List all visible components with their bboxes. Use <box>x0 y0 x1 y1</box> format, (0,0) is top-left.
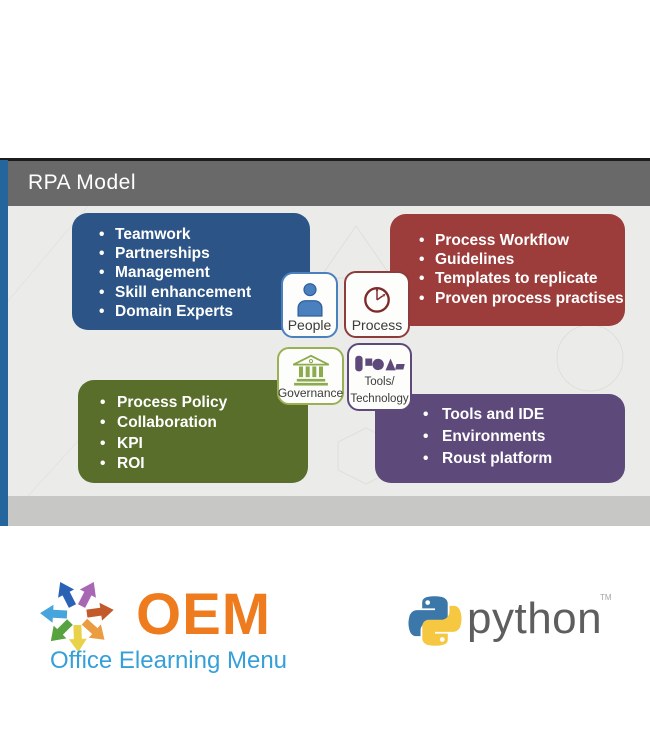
tools-tile-label-line2: Technology <box>350 392 409 405</box>
bullet-item: Collaboration <box>78 413 308 434</box>
bullet-item: Guidelines <box>390 250 625 269</box>
shapes-icon <box>354 355 405 372</box>
people-quadrant-box: TeamworkPartnershipsManagementSkill enha… <box>72 213 310 330</box>
people-bullet-list: TeamworkPartnershipsManagementSkill enha… <box>72 225 310 321</box>
process-bullet-list: Process WorkflowGuidelinesTemplates to r… <box>390 231 625 308</box>
oem-wordmark: OEM <box>136 582 272 647</box>
bullet-item: Templates to replicate <box>390 269 625 288</box>
process-quadrant-box: Process WorkflowGuidelinesTemplates to r… <box>390 214 625 326</box>
governance-bullet-list: Process PolicyCollaborationKPIROI <box>78 393 308 475</box>
bullet-item: Proven process practises <box>390 289 625 308</box>
clock-icon <box>364 286 390 313</box>
governance-quadrant-box: Process PolicyCollaborationKPIROI <box>78 380 308 483</box>
python-wordmark: python <box>467 594 603 643</box>
process-tile-label: Process <box>351 316 403 333</box>
slide-header: RPA Model <box>8 161 650 206</box>
bullet-item: Skill enhancement <box>72 283 310 302</box>
bullet-item: Environments <box>375 426 625 448</box>
bullet-item: Roust platform <box>375 448 625 470</box>
people-tile: People <box>281 272 338 338</box>
slide-top-border <box>0 158 650 161</box>
slide-title: RPA Model <box>28 171 136 194</box>
python-icon <box>408 596 462 646</box>
bullet-item: ROI <box>78 454 308 475</box>
bullet-item: Management <box>72 263 310 282</box>
governance-tile: Governance <box>277 347 344 405</box>
bullet-item: Process Workflow <box>390 231 625 250</box>
tools-tile-label-line1: Tools/ <box>364 376 395 389</box>
oem-tagline: Office Elearning Menu <box>50 647 288 674</box>
python-trademark: TM <box>600 593 612 602</box>
bullet-item: Partnerships <box>72 244 310 263</box>
bullet-item: Teamwork <box>72 225 310 244</box>
people-tile-label: People <box>287 316 332 333</box>
bank-icon <box>292 354 329 386</box>
slide-bottom-strip <box>8 496 650 526</box>
process-tile: Process <box>344 271 410 338</box>
governance-tile-label: Governance <box>277 386 344 401</box>
bullet-item: KPI <box>78 434 308 455</box>
bullet-item: Process Policy <box>78 393 308 414</box>
oem-arrows-icon <box>40 582 114 652</box>
person-icon <box>296 282 323 317</box>
slide-left-strip <box>0 160 8 526</box>
bullet-item: Domain Experts <box>72 302 310 321</box>
tools-technology-tile: Tools/ Technology <box>347 343 412 411</box>
tools-bullet-list: Tools and IDEEnvironmentsRoust platform <box>375 404 625 470</box>
bullet-item: Tools and IDE <box>375 404 625 426</box>
tools-quadrant-box: Tools and IDEEnvironmentsRoust platform <box>375 394 625 483</box>
